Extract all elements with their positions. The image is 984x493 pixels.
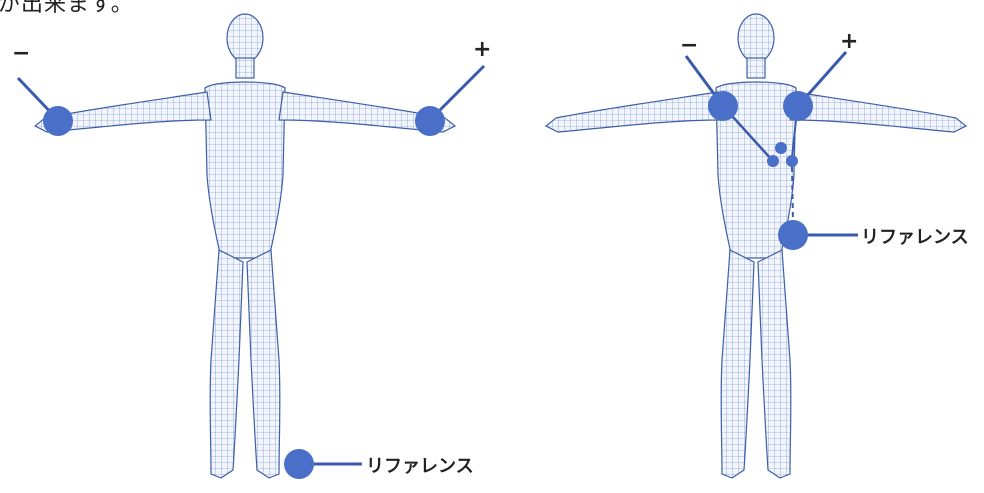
- right-chest-electrode-left: [767, 155, 779, 167]
- right-reference-electrode: [778, 220, 808, 250]
- right-reference-label: リファレンス: [861, 227, 969, 248]
- left-plus-electrode: [415, 106, 445, 136]
- right-chest-electrode-right: [786, 155, 798, 167]
- left-body-mesh: [35, 14, 455, 478]
- right-minus-label: −: [680, 33, 698, 58]
- right-plus-electrode: [783, 91, 813, 121]
- left-plus-label: +: [473, 37, 491, 62]
- right-plus-label: +: [840, 29, 858, 54]
- clipped-caption-text: が出来ます。: [0, 0, 134, 18]
- left-minus-label: −: [12, 41, 30, 66]
- left-minus-electrode: [43, 106, 73, 136]
- right-chest-electrode-top: [775, 142, 787, 154]
- right-minus-electrode: [708, 91, 738, 121]
- left-reference-electrode: [284, 449, 314, 479]
- left-reference-label: リファレンス: [366, 456, 474, 477]
